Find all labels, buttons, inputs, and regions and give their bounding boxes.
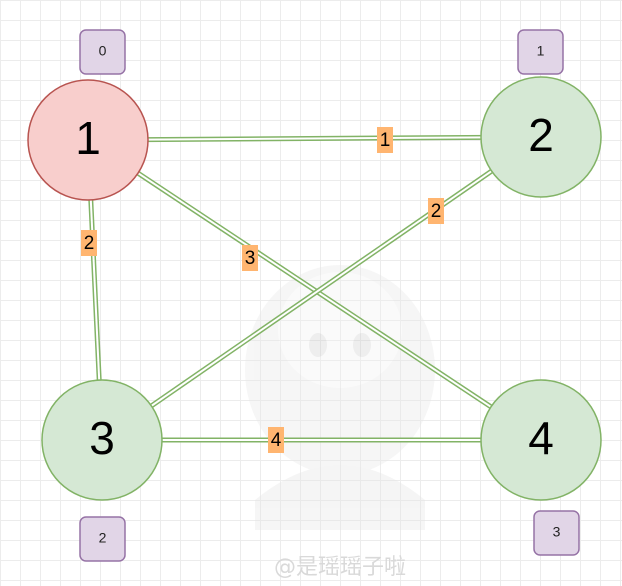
node-4: 4: [481, 380, 601, 500]
node-label: 2: [528, 109, 554, 161]
edge-weight-n1-n2: 1: [377, 127, 393, 153]
index-label: 0: [99, 43, 107, 59]
index-label: 1: [537, 43, 545, 59]
node-label: 4: [528, 412, 554, 464]
edge-weight-n2-n3: 2: [428, 198, 444, 224]
weight-label: 4: [271, 430, 282, 451]
node-label: 1: [75, 112, 101, 164]
edge-weight-n1-n4: 3: [242, 245, 258, 271]
index-box-3: 2: [80, 517, 125, 561]
weight-label: 2: [431, 201, 442, 222]
watermark: @是瑶瑶子啦: [245, 265, 435, 580]
index-label: 2: [99, 530, 107, 546]
index-box-2: 1: [518, 30, 563, 74]
weight-label: 2: [84, 233, 95, 254]
watermark-text: @是瑶瑶子啦: [274, 555, 406, 580]
node-1: 1: [28, 80, 148, 200]
node-3: 3: [42, 380, 162, 500]
index-box-1: 0: [80, 30, 125, 74]
edge-n1-n2: [88, 137, 541, 140]
edge-weight-n1-n3: 2: [81, 230, 97, 256]
edge-weight-n3-n4: 4: [268, 427, 284, 453]
index-label: 3: [553, 524, 561, 540]
weight-label: 3: [245, 248, 256, 269]
weight-label: 1: [380, 130, 391, 151]
node-label: 3: [89, 412, 115, 464]
index-box-4: 3: [534, 511, 579, 555]
node-2: 2: [481, 77, 601, 197]
